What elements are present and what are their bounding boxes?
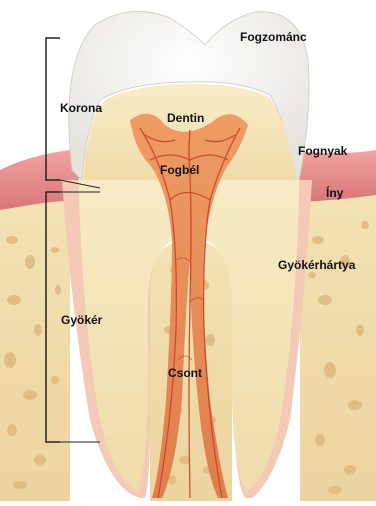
bone-pore — [4, 352, 16, 368]
label-bone: Csont — [168, 366, 202, 380]
label-root: Gyökér — [61, 313, 102, 327]
bone-pore — [205, 334, 215, 346]
bone-pore — [348, 400, 362, 410]
label-periodontium: Gyökérhártya — [278, 258, 355, 272]
bone-pore — [51, 376, 59, 384]
bone-pore — [328, 486, 342, 494]
bone-pore — [7, 424, 17, 436]
bone-pore — [6, 236, 18, 244]
bone-pore — [25, 255, 35, 269]
bone-pore — [315, 434, 325, 446]
bone-pore — [312, 236, 324, 244]
label-enamel: Fogzománc — [240, 30, 307, 44]
label-gum: Íny — [326, 186, 343, 200]
label-dentin: Dentin — [167, 111, 204, 125]
label-crown: Korona — [60, 101, 102, 115]
bone-pore — [356, 324, 364, 336]
bone-pore — [7, 295, 21, 305]
bone-pore — [23, 390, 37, 400]
bone-pore — [51, 247, 59, 253]
bone-pore — [344, 465, 356, 475]
bone-pore — [318, 295, 332, 305]
bone-pore — [361, 221, 369, 229]
bone-pore — [34, 324, 42, 336]
bone-pore — [324, 362, 336, 378]
bone-pore — [308, 272, 316, 278]
bone-pore — [13, 481, 27, 489]
bone-pore — [34, 455, 46, 465]
alveolar-bone-right — [300, 185, 376, 501]
label-pulp: Fogbél — [160, 163, 199, 177]
label-gingiva-margin: Fognyak — [298, 144, 347, 158]
bone-pore — [55, 285, 61, 295]
